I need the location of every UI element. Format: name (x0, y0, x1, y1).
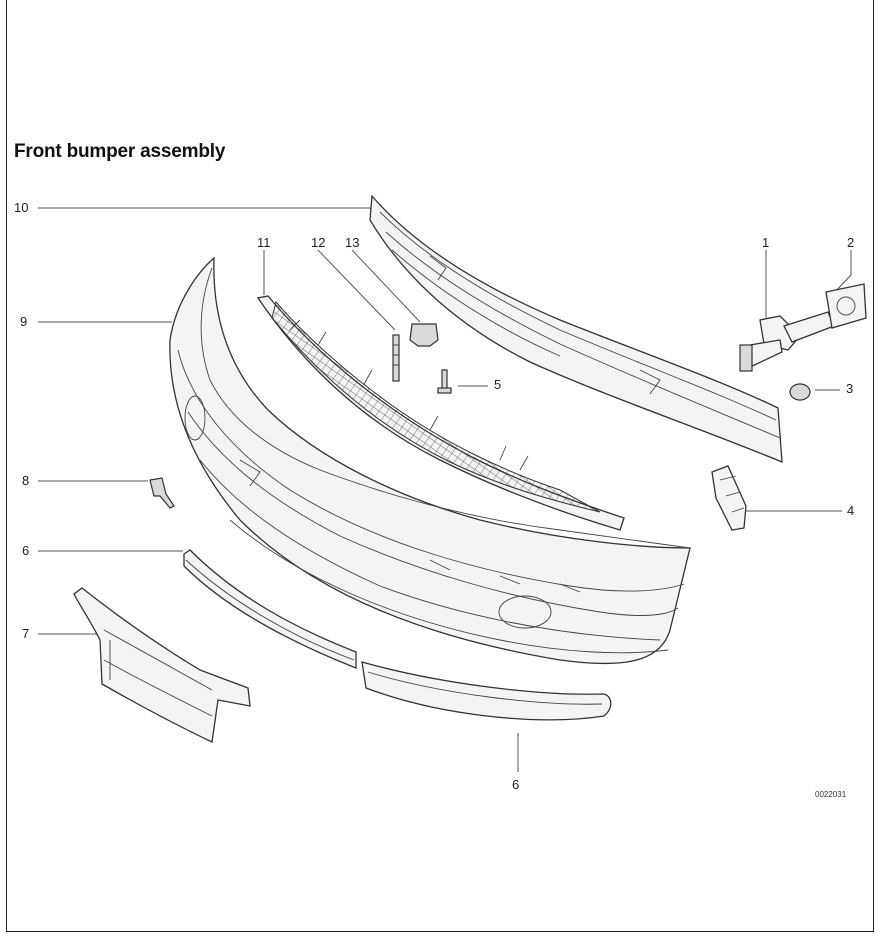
part-9-bumper-cover (169, 256, 691, 665)
callout-8: 8 (22, 473, 30, 488)
callout-6-lower: 6 (512, 777, 520, 792)
diagram-title: Front bumper assembly (14, 141, 226, 162)
leader-2 (831, 250, 852, 296)
callout-7: 7 (22, 626, 30, 641)
part-11-grille (256, 295, 625, 531)
part-8-clip (149, 477, 175, 509)
callout-11: 11 (257, 235, 271, 250)
callout-10: 10 (14, 200, 29, 215)
callout-3: 3 (846, 381, 854, 396)
diagram-frame (6, 0, 874, 932)
part-3-plug (789, 383, 811, 401)
leader-10 (38, 207, 383, 223)
part-7-license-plate-bracket (73, 587, 251, 743)
callout-13: 13 (345, 235, 360, 250)
figure-id: 0022031 (815, 790, 847, 799)
part-1-impact-absorber (739, 311, 835, 372)
callout-6-upper: 6 (22, 543, 30, 558)
callout-2: 2 (847, 235, 855, 250)
callout-1: 1 (762, 235, 770, 250)
leader-lines (38, 207, 852, 772)
leader-13 (351, 249, 421, 323)
part-2-gasket (825, 283, 867, 329)
callout-4: 4 (847, 503, 855, 518)
callout-5: 5 (494, 377, 502, 392)
part-6-trim-strip-lower (361, 661, 612, 721)
callout-9: 9 (20, 314, 28, 329)
part-4-bracket (711, 465, 747, 531)
part-5-screw (437, 369, 452, 394)
part-13-clip (409, 323, 439, 347)
leader-12 (317, 249, 396, 331)
part-6-trim-strip-upper (183, 549, 357, 669)
callout-12: 12 (311, 235, 326, 250)
part-12-stud (392, 334, 400, 382)
part-10-bumper-carrier (369, 194, 783, 464)
